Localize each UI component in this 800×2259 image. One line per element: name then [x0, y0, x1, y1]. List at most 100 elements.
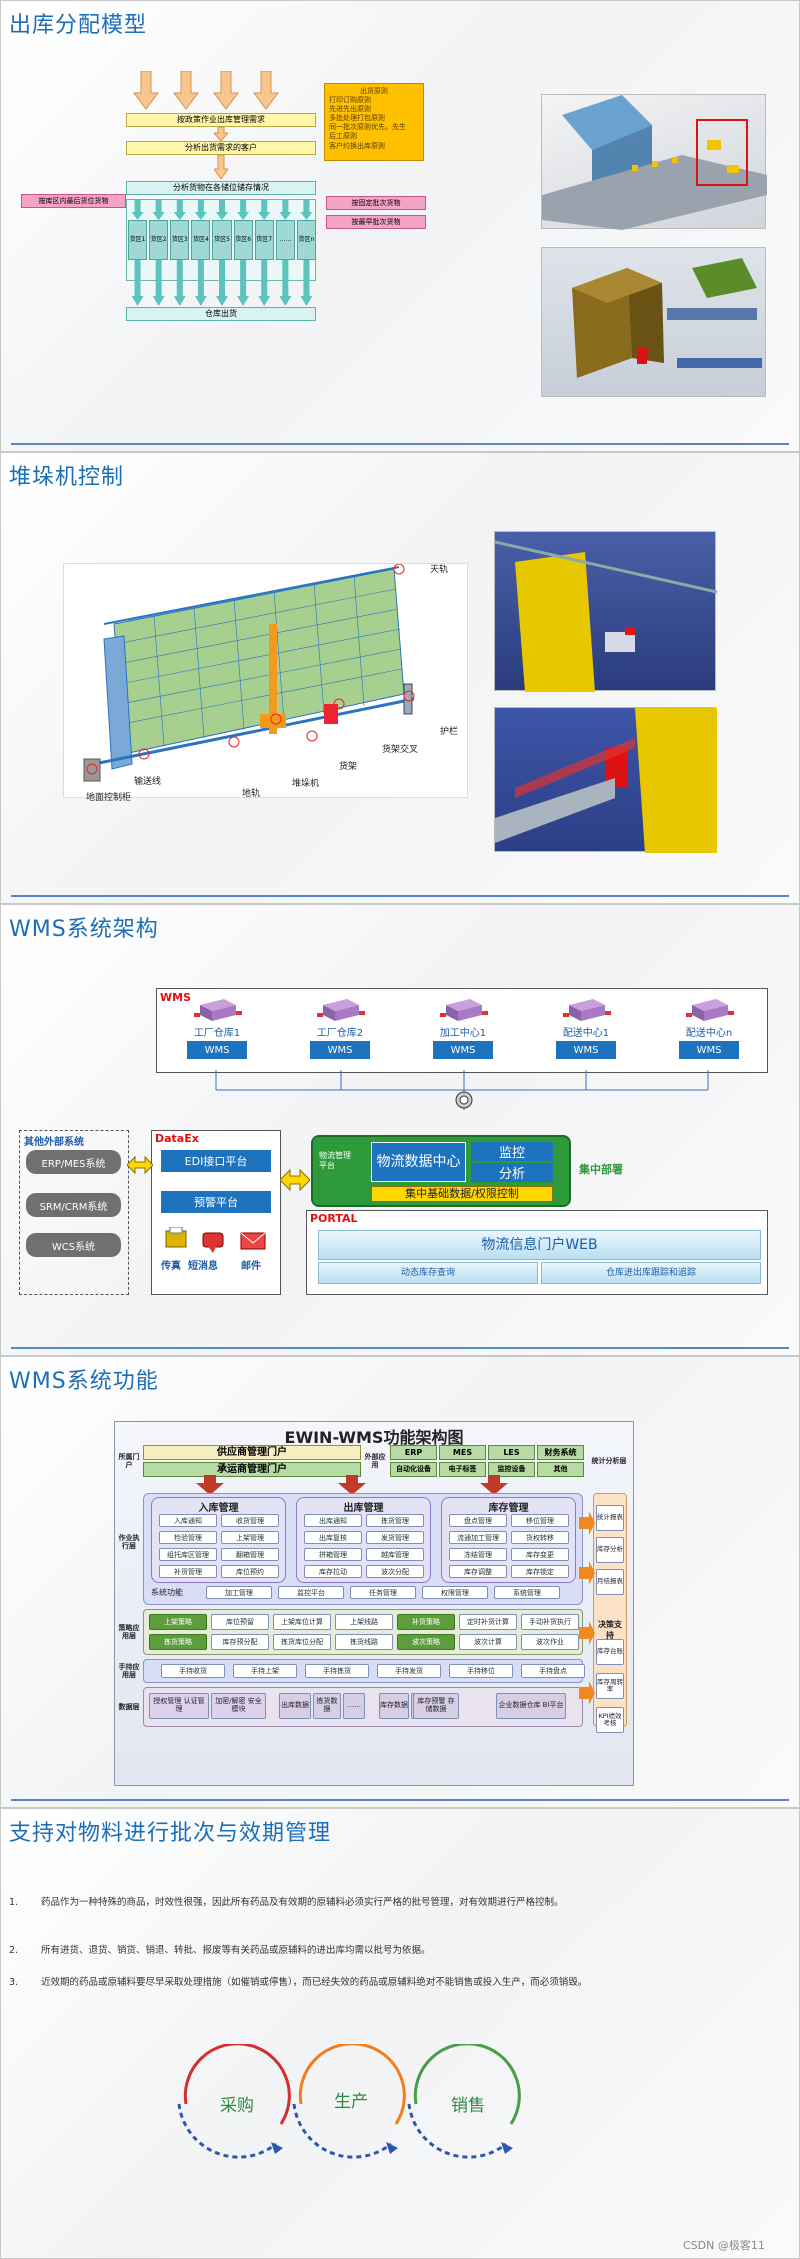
data-item: 企业数据仓库 BI平台: [496, 1693, 566, 1719]
principle-line: 同一批次原则优先，先生: [329, 123, 406, 132]
policy-item: 库位预留: [211, 1614, 269, 1630]
row-label-exec: 作业执行层: [118, 1533, 140, 1550]
site-wms: WMS: [556, 1041, 616, 1059]
principle-title: 出货原则: [360, 87, 388, 95]
label-cargo-cross: 货架交叉: [382, 745, 419, 755]
row-label-external: 外部应用: [364, 1452, 386, 1469]
module-item: 出库通知: [304, 1514, 362, 1527]
label-sky-rail: 天轨: [430, 565, 449, 575]
sys-func-item: 权限管理: [422, 1586, 488, 1599]
hand-item: 手持收货: [161, 1664, 225, 1678]
bin-cell: 货区2: [149, 220, 169, 260]
site-wms: WMS: [187, 1041, 247, 1059]
slide-title: 堆垛机控制: [9, 465, 125, 490]
cycle-purchase: 采购: [220, 2096, 254, 2116]
row-label-data: 数据层: [118, 1702, 140, 1711]
module-item: 越库管理: [366, 1548, 424, 1561]
slide-title: 出库分配模型: [9, 13, 148, 38]
label-shelf: 货架: [339, 762, 358, 772]
row-label-hand: 手持应用层: [118, 1662, 140, 1679]
site-name: 加工中心1: [439, 1028, 487, 1039]
supplier-portal: 供应商管理门户: [143, 1445, 361, 1460]
stacker-photo-2: [494, 707, 717, 853]
module-item: 入库通知: [159, 1514, 217, 1527]
policy-item: 补货策略: [397, 1614, 455, 1630]
ext-app: 监控设备: [488, 1462, 535, 1477]
site-wms: WMS: [679, 1041, 739, 1059]
site-wms: WMS: [310, 1041, 370, 1059]
external-title: 其他外部系统: [24, 1137, 84, 1148]
bin-cell: 货区4: [191, 220, 211, 260]
principle-line: 客户约换出库原则: [329, 141, 385, 150]
ext-app: 财务系统: [537, 1445, 584, 1460]
cycle-production: 生产: [334, 2092, 368, 2112]
module-title-inbound: 入库管理: [198, 1503, 239, 1514]
site-name: 工厂仓库1: [193, 1028, 241, 1039]
module-item: 波次分配: [366, 1565, 424, 1578]
left-pink-box: 按库区内最后货位货物: [21, 194, 126, 208]
paragraph: 3.近效期的药品或原辅料要尽早采取处理措施（如催销或停售），而已经失效的药品或原…: [9, 1974, 601, 1992]
csdn-watermark: CSDN @极客11: [683, 2239, 765, 2252]
module-title-outbound: 出库管理: [343, 1503, 384, 1514]
sys-func-item: 任务管理: [350, 1586, 416, 1599]
ext-system-srm: SRM/CRM系统: [26, 1193, 121, 1217]
label-ground-rail: 地轨: [242, 789, 261, 799]
paragraph: 2.所有进货、退货、销货、销退、转批、报废等有关药品或原辅料的进出库均需以批号为…: [9, 1942, 601, 1960]
warehouse-out-box: 仓库出货: [126, 307, 316, 321]
label-guard: 护栏: [440, 727, 459, 737]
platform-label: 物流管理平台: [319, 1151, 351, 1171]
stat-item: 库存周转率: [596, 1673, 624, 1699]
paragraph: 1.药品作为一种特殊的商品，时效性很强，因此所有药品及有效期的原辅料必须实行严格…: [9, 1894, 601, 1912]
principle-lines: 打印订购原则先进先出原则多批处理打包原则同一批次原则优先，先生后工原则客户约换出…: [329, 96, 419, 151]
module-item: 盘点管理: [449, 1514, 507, 1527]
policy-item: 拣货库位分配: [273, 1634, 331, 1650]
slide-title: WMS系统架构: [9, 917, 159, 942]
label-conveyor: 输送线: [134, 777, 162, 787]
row-label-portal: 所属门户: [118, 1452, 140, 1469]
policy-item: 拣货线路: [335, 1634, 393, 1650]
module-item: 拣货管理: [366, 1514, 424, 1527]
carrier-portal: 承运商管理门户: [143, 1462, 361, 1477]
row-label-stat: 统计分析层: [591, 1456, 627, 1465]
module-item: 库存锁定: [511, 1565, 569, 1578]
exchange-arrow: [127, 1155, 153, 1175]
edi-platform: EDI接口平台: [161, 1150, 271, 1172]
cycle-diagram: [177, 2044, 521, 2159]
module-item: 流通加工管理: [449, 1531, 507, 1544]
ext-app: 电子标签: [439, 1462, 486, 1477]
cycle-sales: 销售: [451, 2096, 485, 2116]
deploy-label: 集中部署: [579, 1163, 623, 1176]
module-item: 拼箱管理: [304, 1548, 362, 1561]
monitor-block: 监控: [471, 1142, 553, 1161]
io-tracking: 仓库进出库跟踪和追踪: [541, 1262, 761, 1284]
dataex-title: DataEx: [155, 1132, 199, 1145]
principle-line: 先进先出原则: [329, 105, 371, 114]
channel-mail: 邮件: [241, 1261, 261, 1272]
data-center: 物流数据中心: [371, 1142, 466, 1182]
data-item: 加密/解密 安全模块: [211, 1693, 266, 1719]
stat-arrows: [579, 1511, 595, 1705]
right-pink-box-2: 按最早批次货物: [326, 215, 426, 229]
site-icon: [684, 997, 734, 1023]
principle-note: 出货原则 打印订购原则先进先出原则多批处理打包原则同一批次原则优先，先生后工原则…: [324, 83, 424, 161]
bin-cell: 货区n: [296, 220, 316, 260]
site-wms: WMS: [433, 1041, 493, 1059]
slide-wms-functions: WMS系统功能 EWIN-WMS功能架构图 所属门户 供应商管理门户 承运商管理…: [0, 1356, 800, 1808]
module-item: 发货管理: [366, 1531, 424, 1544]
ext-app: ERP: [390, 1445, 437, 1460]
down-arrow: [214, 155, 228, 179]
stock-query: 动态库存查询: [318, 1262, 538, 1284]
ext-app: MES: [439, 1445, 486, 1460]
module-item: 库位预约: [221, 1565, 279, 1578]
down-arrow: [214, 127, 228, 141]
exchange-arrow: [280, 1168, 310, 1192]
slide-batch-expiry: 支持对物料进行批次与效期管理 1.药品作为一种特殊的商品，时效性很强，因此所有药…: [0, 1808, 800, 2259]
module-item: 补货管理: [159, 1565, 217, 1578]
slide-title: 支持对物料进行批次与效期管理: [9, 1821, 332, 1846]
paragraph-text: 近效期的药品或原辅料要尽早采取处理措施（如催销或停售），而已经失效的药品或原辅料…: [41, 1977, 588, 1988]
channel-icons: [165, 1227, 266, 1253]
bin-arrows: [131, 200, 313, 306]
right-pink-box-1: 按固定批次货物: [326, 196, 426, 210]
ext-app: LES: [488, 1445, 535, 1460]
external-systems-panel: 其他外部系统: [19, 1130, 129, 1295]
